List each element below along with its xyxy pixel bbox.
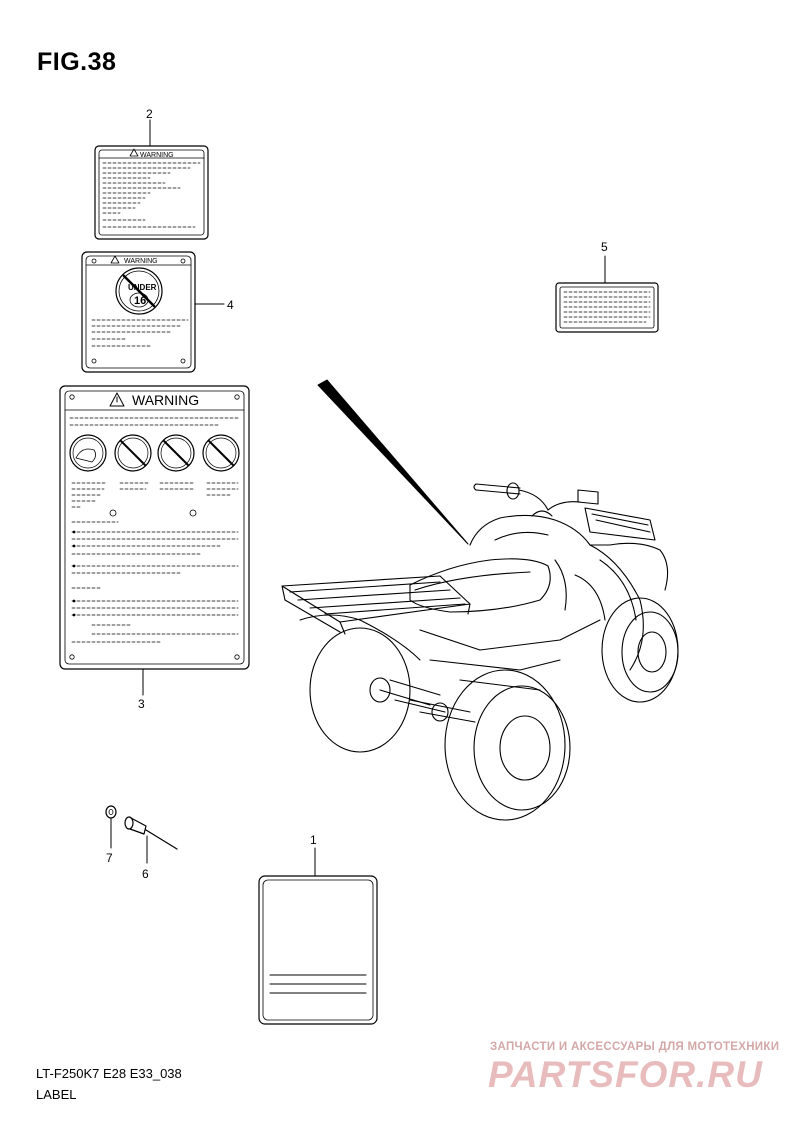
- figure-title: FIG.38: [37, 48, 117, 76]
- label-2-warning-sticker[interactable]: [94, 145, 209, 240]
- watermark-tagline: ЗАПЧАСТИ И АКСЕССУАРЫ ДЛЯ МОТОТЕХНИКИ: [490, 1041, 780, 1053]
- label-3-main-warning-sticker[interactable]: [59, 385, 250, 670]
- label-2-warning-heading: WARNING: [140, 152, 174, 159]
- callout-1: 1: [310, 833, 317, 847]
- section-name: LABEL: [36, 1087, 77, 1102]
- prohibition-pictograms: [69, 434, 240, 472]
- under-16-text-number: 16: [134, 295, 146, 307]
- label-5-sticker[interactable]: [555, 282, 659, 333]
- callout-6: 6: [142, 867, 149, 881]
- warning-triangle-icon: [129, 148, 139, 157]
- label-4-age-warning-sticker[interactable]: [81, 251, 196, 373]
- no-under-16-icon: [115, 267, 163, 315]
- model-code: LT-F250K7 E28 E33_038: [36, 1066, 182, 1081]
- callout-3: 3: [138, 697, 145, 711]
- callout-4: 4: [227, 298, 234, 312]
- atv-illustration: [281, 482, 679, 821]
- warning-triangle-icon: [110, 255, 120, 264]
- part-7-washer[interactable]: [105, 805, 117, 819]
- callout-2: 2: [146, 107, 153, 121]
- warning-triangle-icon: [109, 392, 125, 407]
- label-4-warning-heading: WARNING: [124, 258, 158, 265]
- callout-7: 7: [106, 851, 113, 865]
- label-3-warning-heading: WARNING: [132, 392, 199, 408]
- watermark-brand: PARTSFOR.RU: [488, 1054, 763, 1095]
- part-6-rivet[interactable]: [124, 816, 178, 850]
- callout-5: 5: [601, 240, 608, 254]
- under-16-text-top: UNDER: [128, 283, 157, 292]
- label-1-plate[interactable]: [258, 875, 378, 1025]
- location-pointer: [317, 379, 469, 545]
